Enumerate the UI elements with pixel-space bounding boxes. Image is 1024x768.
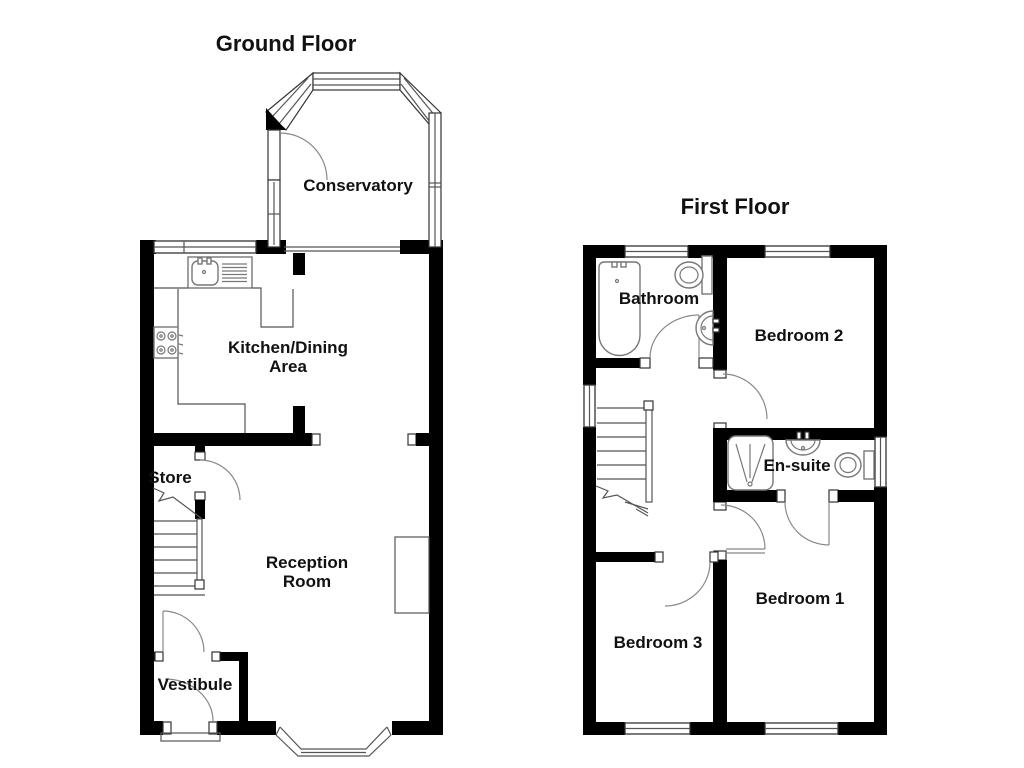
reception-label-line2: Room [283,572,331,591]
shower-icon [727,435,774,491]
ground-floor-title: Ground Floor [216,31,357,56]
vestibule: Vestibule [158,610,233,742]
bedroom3-door-arc [664,561,711,607]
store-door-arc [199,459,241,501]
bedroom3-label: Bedroom 3 [614,633,703,652]
ensuite-door-arc [784,501,830,546]
first-floor-walls [583,245,887,735]
conservatory-corner-post [266,108,286,130]
newel-post [643,400,654,411]
landing-window [583,384,596,428]
stair-rail [645,403,653,503]
ensuite-door [784,501,830,546]
stairs-first [595,400,654,517]
ensuite-label: En-suite [763,456,830,475]
reception-room: Reception Room [266,536,430,757]
newel-post [194,579,205,590]
bay-window [275,726,392,757]
stairs-break-line [152,487,202,519]
stair-rail [196,518,203,582]
store-label: Store [148,468,191,487]
sink-tap-icon [197,257,203,265]
kitchen-label-line1: Kitchen/Dining [228,338,348,357]
entrance-door-arc [164,678,214,722]
stairs-ground [154,518,205,596]
reception-label-line1: Reception [266,553,348,572]
toilet-icon [674,255,713,295]
stairs-break-line [595,485,649,514]
store: Store [148,459,241,519]
ensuite-basin-icon [785,431,821,456]
hob-icon [153,326,184,359]
bathroom-label: Bathroom [619,289,699,308]
bedroom3-window [624,722,691,735]
first-floor-plan: First Floor [583,194,887,735]
bedroom2-door-arc [722,373,768,420]
ground-floor-walls [140,240,443,735]
bathtub-icon [598,261,641,357]
chimney-breast [394,536,430,614]
ensuite-window [874,436,887,488]
bath-tap-icon [620,261,627,268]
kitchen: Kitchen/Dining Area [153,256,348,433]
vestibule-door-arc [162,610,205,653]
conservatory: Conservatory [265,71,442,252]
bedroom1-door-arc [720,504,766,550]
ground-floor-plan: Ground Floor [140,31,443,757]
bedroom2-window [764,245,831,258]
bedroom1-window [764,722,839,735]
kitchen-window [153,240,257,254]
sink-tap-icon [206,257,212,265]
conservatory-door-leaf [267,129,281,181]
conservatory-glazing-top [312,72,401,91]
vestibule-label: Vestibule [158,675,233,694]
drainer-icon [222,263,247,283]
bathroom-door-arc [649,314,700,359]
bedroom1-label: Bedroom 1 [756,589,845,608]
first-floor-title: First Floor [681,194,790,219]
ensuite-toilet-icon [834,450,875,480]
first-floor-windows [583,245,887,735]
bedroom1-door [720,504,766,554]
bath-tap-icon [611,261,618,268]
entrance-step [160,732,221,742]
ensuite: En-suite [727,431,875,491]
bathroom: Bathroom [598,255,720,357]
conservatory-label: Conservatory [303,176,413,195]
conservatory-door-arc [279,132,328,181]
kitchen-label-line2: Area [269,357,307,376]
bathroom-window [624,245,689,258]
bedroom2-label: Bedroom 2 [755,326,844,345]
basin-icon [695,310,720,346]
